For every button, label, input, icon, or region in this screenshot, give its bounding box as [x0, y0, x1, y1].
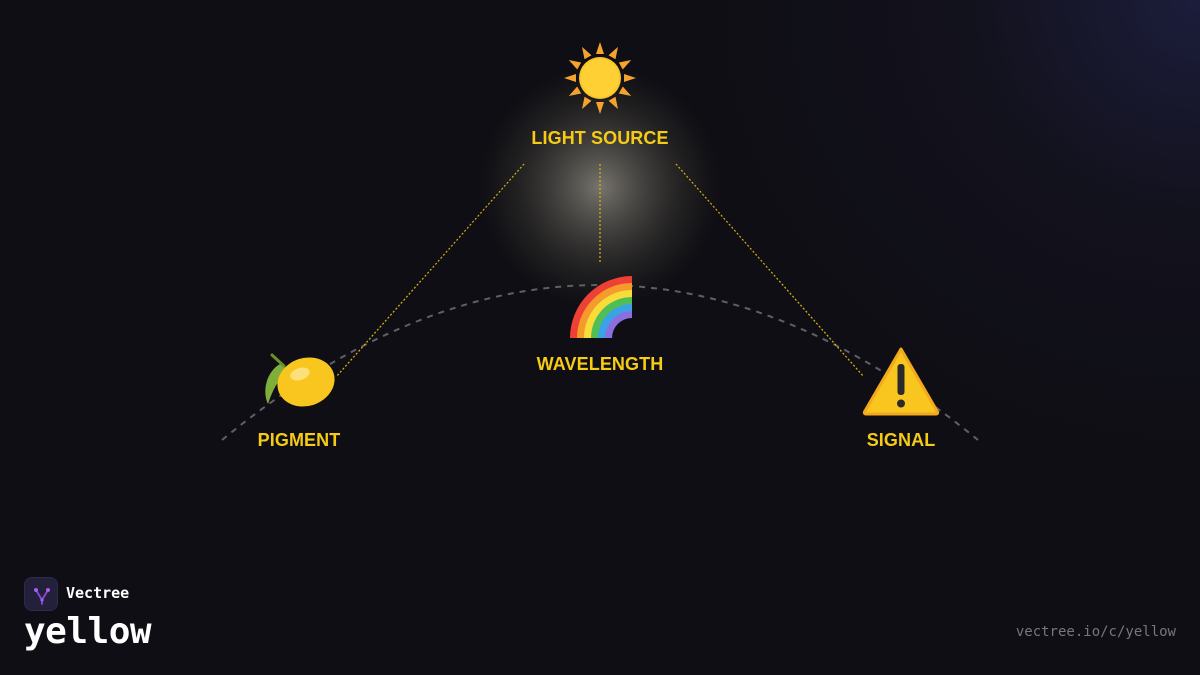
light-glow: [478, 65, 722, 309]
warning-icon: [862, 347, 940, 416]
lemon-icon: [265, 353, 335, 407]
edge-light-source-signal: [675, 163, 865, 378]
vectree-logo-icon: [24, 577, 58, 611]
brand-name: Vectree: [66, 584, 130, 602]
brand-block: Vectree yellow: [24, 577, 224, 657]
node-label-signal: SIGNAL: [866, 430, 936, 450]
node-label-light-source: LIGHT SOURCE: [531, 128, 669, 148]
node-label-pigment: PIGMENT: [257, 430, 341, 450]
spectrum-arc: [221, 284, 979, 441]
source-url: vectree.io/c/yellow: [1015, 624, 1176, 640]
topic-title: yellow: [24, 611, 152, 652]
sun-icon: [564, 42, 636, 114]
edge-light-source-pigment: [335, 163, 525, 378]
rainbow-icon: [570, 276, 632, 338]
node-label-wavelength: WAVELENGTH: [536, 354, 664, 374]
